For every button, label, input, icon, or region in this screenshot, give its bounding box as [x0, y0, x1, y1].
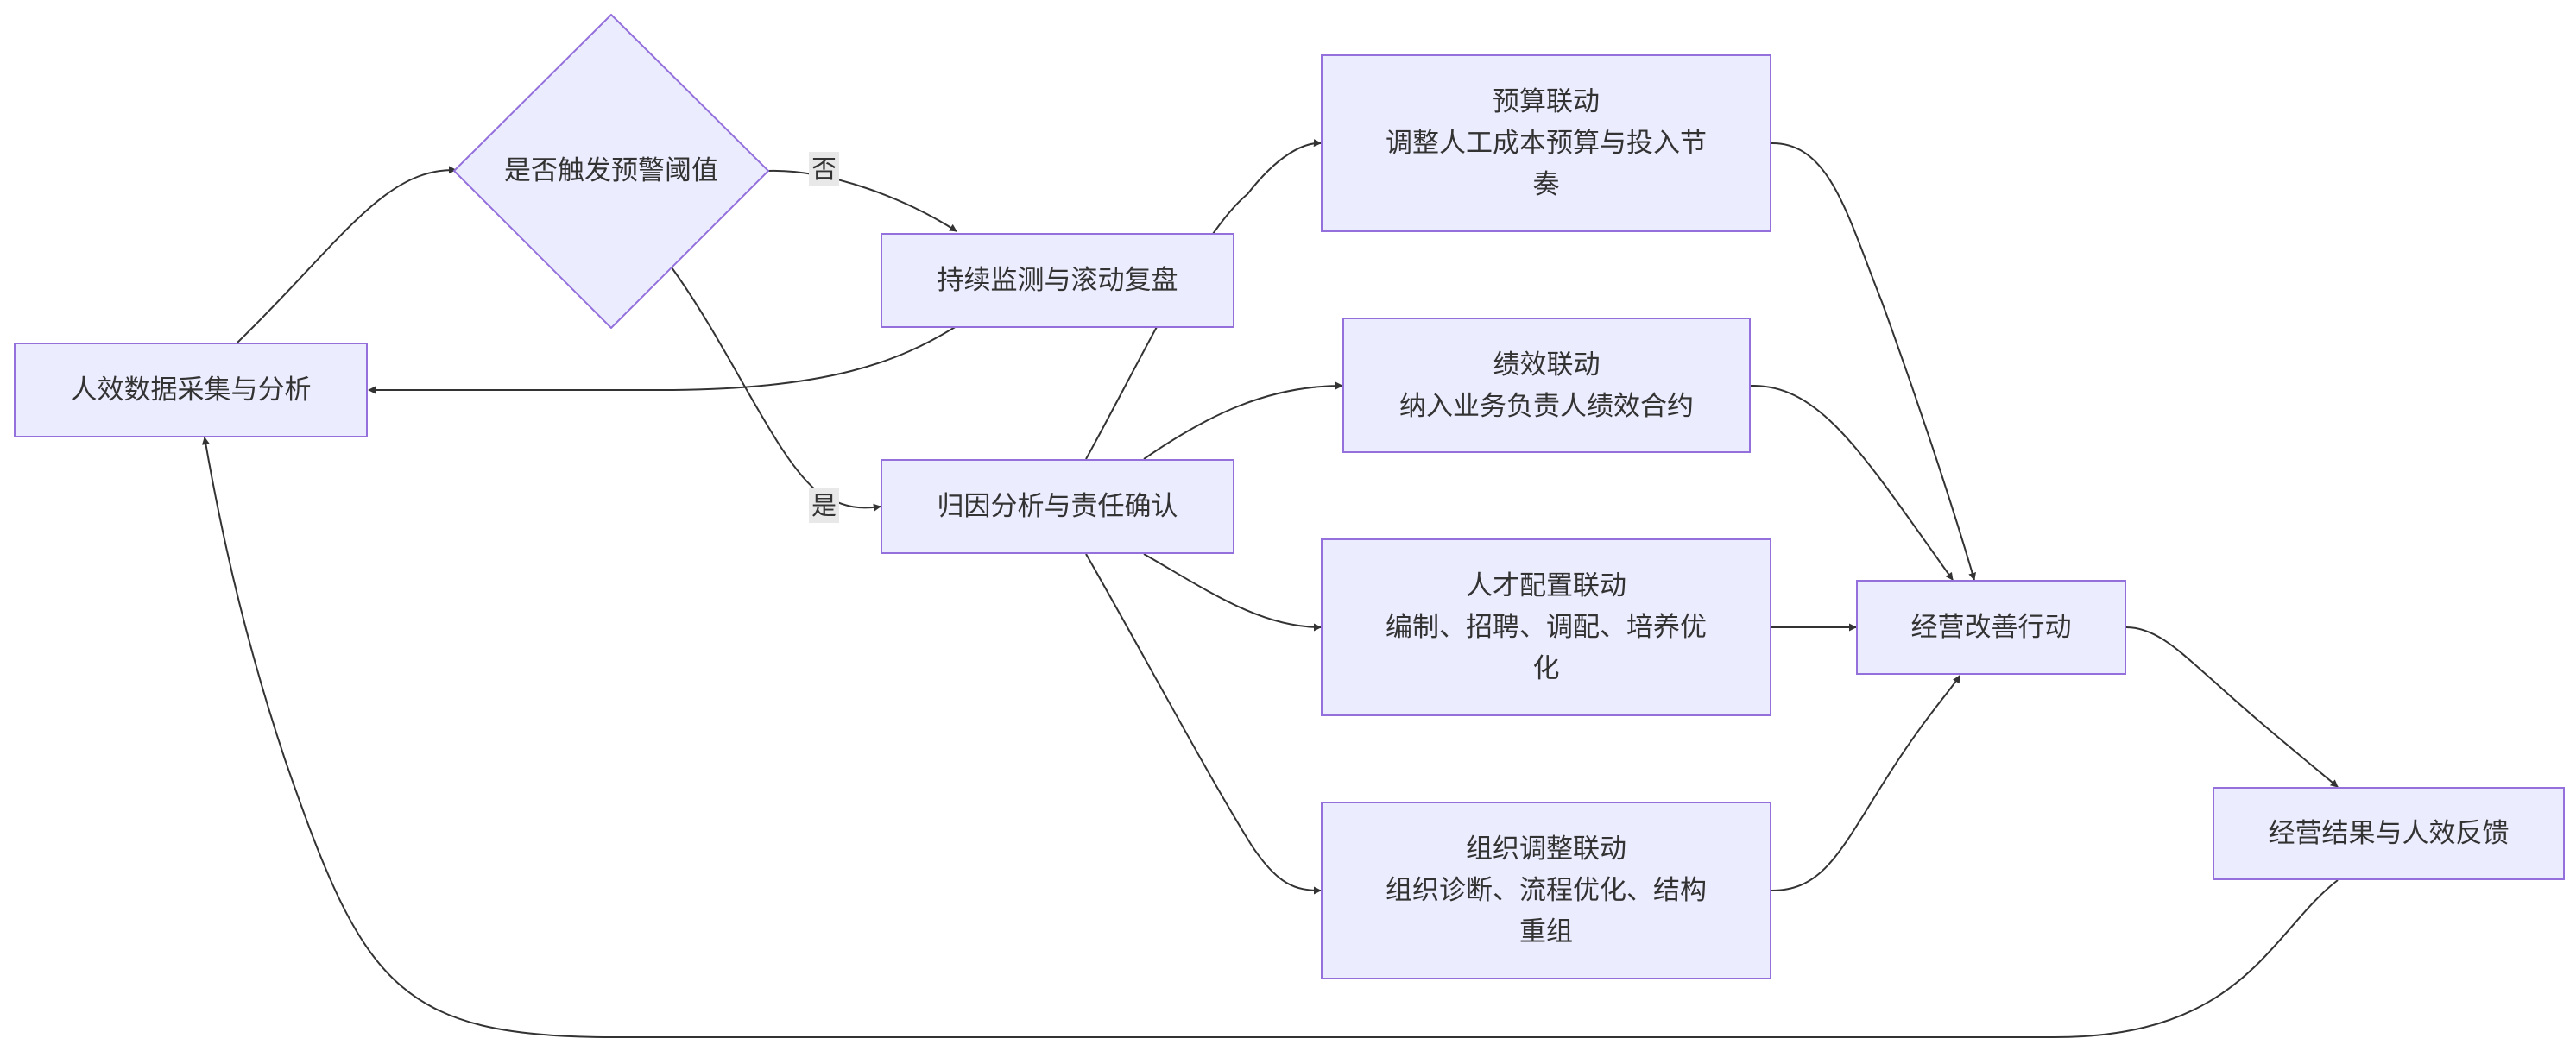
edge-decision-to-monitor — [767, 169, 957, 232]
node-org-title: 组织调整联动 — [1466, 834, 1626, 865]
edge-feedback-to-collect — [201, 437, 2339, 1038]
edge-label-no: 否 — [809, 152, 840, 186]
edge-action-to-feedback — [2125, 626, 2339, 788]
edge-attribution-to-org — [1085, 553, 1322, 895]
node-budget-title: 预算联动 — [1493, 86, 1600, 117]
node-talent-desc: 编制、招聘、调配、培养优化 — [1386, 612, 1707, 684]
node-talent-linkage[interactable]: 人才配置联动 编制、招聘、调配、培养优化 — [1321, 538, 1771, 716]
node-performance-linkage[interactable]: 绩效联动 纳入业务负责人绩效合约 — [1342, 318, 1751, 453]
edge-attribution-to-perf — [1143, 381, 1343, 460]
node-result-feedback-label: 经营结果与人效反馈 — [2268, 818, 2510, 849]
edge-attribution-to-budget — [1085, 139, 1322, 460]
node-budget-desc: 调整人工成本预算与投入节奏 — [1386, 128, 1707, 200]
edge-label-yes: 是 — [809, 488, 840, 523]
node-attribution-label: 归因分析与责任确认 — [937, 491, 1178, 522]
edge-budget-to-action — [1771, 142, 1977, 581]
edge-attribution-to-talent — [1143, 553, 1322, 632]
node-improvement-action[interactable]: 经营改善行动 — [1856, 580, 2126, 675]
node-org-linkage[interactable]: 组织调整联动 组织诊断、流程优化、结构重组 — [1321, 802, 1771, 979]
node-budget-linkage[interactable]: 预算联动 调整人工成本预算与投入节奏 — [1321, 54, 1771, 232]
node-monitoring-label: 持续监测与滚动复盘 — [937, 265, 1178, 296]
node-monitoring[interactable]: 持续监测与滚动复盘 — [881, 233, 1234, 328]
decision-label: 是否触发预警阈值 — [504, 155, 718, 186]
node-perf-desc: 纳入业务负责人绩效合约 — [1399, 390, 1694, 422]
node-data-collection-label: 人效数据采集与分析 — [70, 374, 312, 406]
decision-diamond — [452, 14, 770, 329]
edge-decision-to-attribution — [671, 267, 881, 512]
edge-monitor-to-collect — [368, 325, 957, 394]
node-talent-title: 人才配置联动 — [1466, 570, 1626, 601]
node-data-collection[interactable]: 人效数据采集与分析 — [14, 343, 368, 437]
node-improvement-action-label: 经营改善行动 — [1910, 612, 2072, 643]
edge-collect-to-decision — [237, 166, 457, 343]
node-org-desc: 组织诊断、流程优化、结构重组 — [1386, 875, 1707, 947]
node-attribution[interactable]: 归因分析与责任确认 — [881, 459, 1234, 554]
edge-org-to-action — [1771, 675, 1960, 891]
node-result-feedback[interactable]: 经营结果与人效反馈 — [2213, 787, 2565, 880]
edge-perf-to-action — [1750, 384, 1954, 581]
node-perf-title: 绩效联动 — [1493, 349, 1601, 381]
